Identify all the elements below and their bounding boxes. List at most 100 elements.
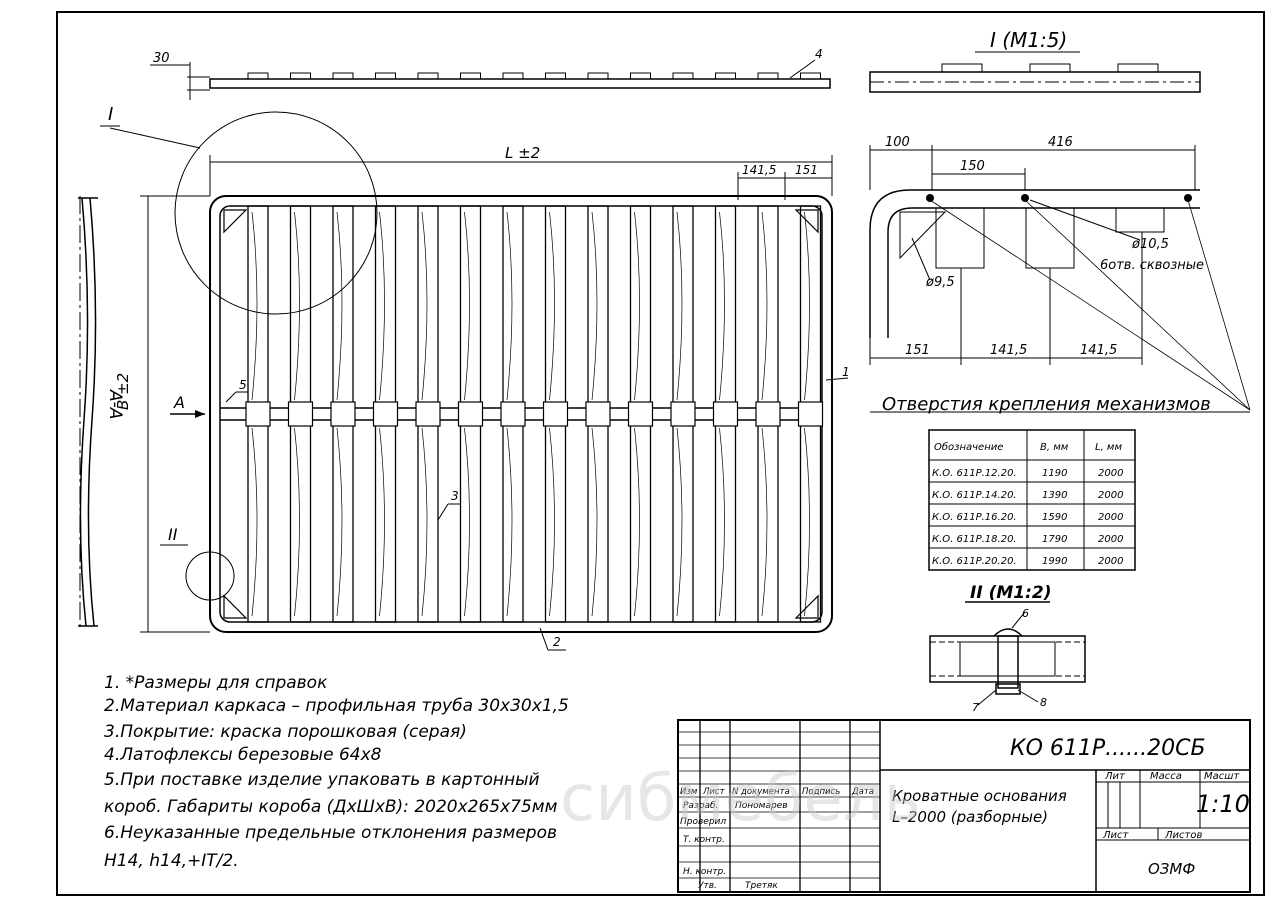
section-label: A-A xyxy=(105,389,125,419)
col-doc: N документа xyxy=(732,787,790,797)
role-tech-control: Т. контр. xyxy=(683,835,725,845)
top-slat xyxy=(375,72,396,80)
slat-grain xyxy=(379,211,385,617)
top-slat xyxy=(290,72,311,80)
callout-1: 1 xyxy=(842,365,850,379)
slat-holder xyxy=(415,401,441,427)
col-list: Лист xyxy=(702,787,726,797)
slat-holder xyxy=(712,401,739,427)
slat-holder xyxy=(457,401,484,427)
callout-2: 2 xyxy=(553,635,561,649)
table-cell: К.О. 611Р.14.20. xyxy=(932,490,1017,501)
callout-5: 5 xyxy=(239,378,247,392)
slat-grain xyxy=(719,211,725,617)
slat-grain xyxy=(506,211,513,617)
table-cell: 2000 xyxy=(1098,534,1123,545)
top-slat xyxy=(715,72,736,80)
sheet-frame xyxy=(56,11,1265,896)
approver-name: Третяк xyxy=(745,881,778,891)
note-6: 6.Неуказанные предельные отклонения разм… xyxy=(104,823,557,843)
slat-holder xyxy=(670,401,696,427)
note-5-cont: короб. Габариты короба (ДхШхВ): 2020х265… xyxy=(104,797,558,817)
scale-value: 1:10 xyxy=(1196,790,1250,818)
top-slat xyxy=(630,72,651,80)
slat-grain xyxy=(294,211,300,617)
dim-bottom-3: 141,5 xyxy=(1080,343,1117,358)
slat-holder xyxy=(330,401,356,427)
col-izm: Изм xyxy=(680,787,698,797)
dim-416: 416 xyxy=(1048,135,1073,150)
top-slat xyxy=(247,72,269,80)
table-cell: 1390 xyxy=(1042,490,1067,501)
note-4: 4.Латофлексы березовые 64х8 xyxy=(104,745,382,765)
product-name-1: Кроватные основания xyxy=(892,787,1067,805)
dim-length-label: L ±2 xyxy=(505,144,540,162)
table-cell: 1590 xyxy=(1042,512,1067,523)
detail-1-view: I (M1:5) xyxy=(869,28,1201,93)
slat-holder xyxy=(500,401,526,427)
mass-label: Масса xyxy=(1150,771,1182,782)
table-header-l: L, мм xyxy=(1095,442,1122,453)
slat-holder xyxy=(542,401,569,427)
table-cell: 1190 xyxy=(1042,468,1067,479)
detail-1-title: I (M1:5) xyxy=(990,28,1067,52)
table-cell: 2000 xyxy=(1098,490,1123,501)
top-slat xyxy=(545,72,566,80)
table-cell: К.О. 611Р.20.20. xyxy=(932,556,1017,567)
slat-grain xyxy=(549,211,555,617)
corner-detail: 100 416 150 ø10,5 6отв. сквозные ø9,5 15… xyxy=(869,135,1251,415)
table-cell: 2000 xyxy=(1098,468,1123,479)
sheet-label: Лист xyxy=(1102,830,1130,841)
notes: 1. *Размеры для справок 2.Материал карка… xyxy=(104,673,569,871)
callout-3: 3 xyxy=(451,489,459,503)
scale-label: Масшт xyxy=(1204,771,1240,782)
slat-holder xyxy=(585,401,611,427)
slat-grain xyxy=(804,211,810,617)
spec-table: Обозначение B, мм L, мм К.О. 611Р.12.20.… xyxy=(928,429,1136,571)
developer-name: Пономарев xyxy=(735,801,788,811)
holes-note: 6отв. сквозные xyxy=(1100,258,1204,273)
slat-grain xyxy=(336,211,343,617)
dim-100: 100 xyxy=(885,135,910,150)
slat-holder xyxy=(797,401,824,427)
slat-grain xyxy=(634,211,640,617)
top-slat xyxy=(417,72,439,80)
slat-grain xyxy=(761,211,768,617)
table-cell: 1790 xyxy=(1042,534,1067,545)
role-checked: Проверил xyxy=(680,817,726,827)
dim-bottom-1: 151 xyxy=(905,343,930,358)
lit-label: Лит xyxy=(1104,771,1126,782)
top-slat xyxy=(672,72,694,80)
holes-caption: Отверстия крепления механизмов xyxy=(882,394,1211,415)
product-name-2: L–2000 (разборные) xyxy=(892,808,1048,826)
section-arrow-label: A xyxy=(173,393,185,412)
detail-1-marker: I xyxy=(108,104,113,125)
role-approved: Утв. xyxy=(698,881,717,891)
dim-30-label: 30 xyxy=(153,51,170,66)
slat-holder xyxy=(372,401,399,427)
top-view: 30 4 xyxy=(150,47,831,100)
note-6-cont: Н14, h14,+IT/2. xyxy=(104,851,239,871)
top-slat xyxy=(332,72,354,80)
slat-holder xyxy=(755,401,781,427)
slat-grain xyxy=(464,211,470,617)
dim-edge-label: 151 xyxy=(795,163,818,177)
detail-2-marker: II xyxy=(168,525,178,544)
slat-grain xyxy=(676,211,683,617)
drawing-designation: КО 611Р......20СБ xyxy=(1010,736,1206,761)
title-block: КО 611Р......20СБ Кроватные основания L–… xyxy=(677,719,1251,893)
watermark: сибмебель xyxy=(560,762,921,836)
slat-holder xyxy=(627,401,654,427)
section-a-a: A-A xyxy=(78,196,125,630)
table-cell: К.О. 611Р.12.20. xyxy=(932,468,1017,479)
table-cell: 2000 xyxy=(1098,556,1123,567)
slat-holder xyxy=(287,401,314,427)
role-norm-control: Н. контр. xyxy=(683,867,726,877)
table-cell: 2000 xyxy=(1098,512,1123,523)
organization: ОЗМФ xyxy=(1148,860,1195,878)
top-slat xyxy=(587,72,609,80)
detail-2-callout-7: 7 xyxy=(972,701,979,714)
slat-grain xyxy=(591,211,598,617)
sheets-label: Листов xyxy=(1164,830,1202,841)
